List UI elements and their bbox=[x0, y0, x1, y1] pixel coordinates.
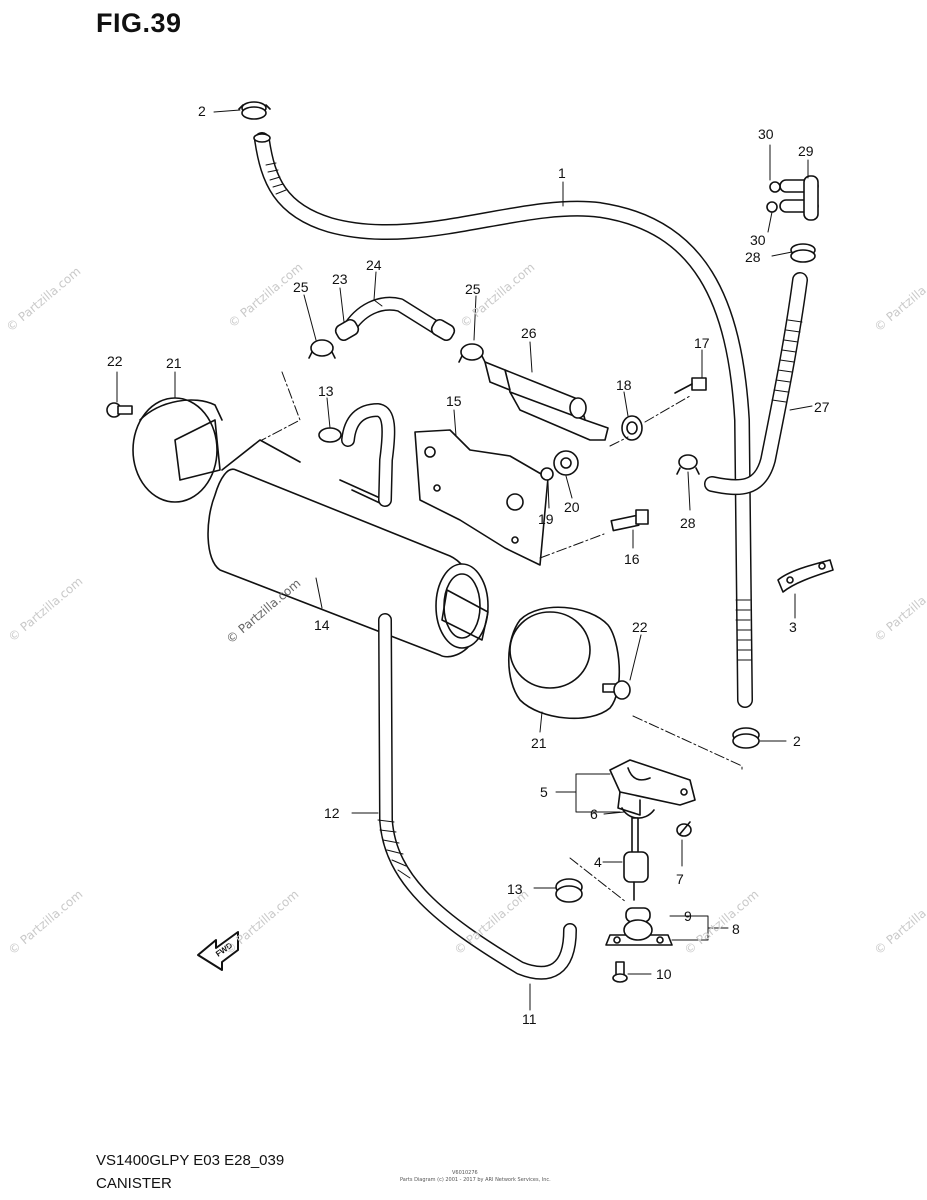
callout-21-left: 21 bbox=[166, 355, 182, 371]
callout-22-right: 22 bbox=[632, 619, 648, 635]
screw-10 bbox=[612, 961, 628, 983]
callout-8: 8 bbox=[732, 921, 740, 937]
callout-13-lower: 13 bbox=[507, 881, 523, 897]
clamp-6 bbox=[621, 807, 655, 819]
fwd-arrow bbox=[197, 931, 239, 971]
callout-26: 26 bbox=[521, 325, 537, 341]
valve-26 bbox=[484, 361, 609, 441]
callout-25-left: 25 bbox=[293, 279, 309, 295]
figure-title: FIG.39 bbox=[96, 8, 182, 38]
bolt-16 bbox=[610, 509, 649, 532]
callout-18: 18 bbox=[616, 377, 632, 393]
canister-14 bbox=[207, 439, 489, 658]
callout-3: 3 bbox=[789, 619, 797, 635]
bracket-8 bbox=[605, 919, 673, 946]
clamp-13-lower bbox=[555, 878, 583, 903]
clamp-28-lower bbox=[676, 454, 700, 475]
callout-25-right: 25 bbox=[465, 281, 481, 297]
footer-code: V6010276 bbox=[452, 1170, 478, 1176]
bracket-3 bbox=[777, 559, 834, 593]
callout-28-lower: 28 bbox=[680, 515, 696, 531]
hose-13-elbow bbox=[341, 403, 396, 507]
hose-1 bbox=[253, 132, 753, 708]
callout-24: 24 bbox=[366, 257, 382, 273]
model-code: VS1400GLPY E03 E28_039 bbox=[96, 1152, 285, 1169]
callout-13-upper: 13 bbox=[318, 383, 334, 399]
callout-21-right: 21 bbox=[531, 735, 547, 751]
cap-21-left bbox=[132, 397, 223, 503]
callout-labels: 2 1 30 29 30 28 24 23 25 25 26 17 22 21 … bbox=[107, 103, 830, 1027]
callout-2-lower: 2 bbox=[793, 733, 801, 749]
clamp-25-left bbox=[308, 339, 336, 359]
bracket-5 bbox=[609, 759, 696, 816]
callout-14: 14 bbox=[314, 617, 330, 633]
hose-24 bbox=[334, 296, 456, 342]
callout-5: 5 bbox=[540, 784, 548, 800]
screw-22-left bbox=[106, 402, 133, 418]
callout-20: 20 bbox=[564, 499, 580, 515]
callout-23: 23 bbox=[332, 271, 348, 287]
callout-4: 4 bbox=[594, 854, 602, 870]
screw-22-right bbox=[602, 680, 631, 700]
collar-19 bbox=[540, 467, 554, 481]
footer-copyright: Parts Diagram (c) 2001 - 2017 by ARI Net… bbox=[400, 1177, 551, 1183]
grommet-20 bbox=[553, 450, 579, 476]
cap-21-right bbox=[507, 606, 621, 720]
leader-lines bbox=[116, 109, 813, 1011]
callout-12: 12 bbox=[324, 805, 340, 821]
clamp-13-upper bbox=[318, 427, 342, 443]
callout-30-bottom: 30 bbox=[750, 232, 766, 248]
clamp-25-right bbox=[458, 343, 486, 363]
callout-17: 17 bbox=[694, 335, 710, 351]
callout-30-top: 30 bbox=[758, 126, 774, 142]
callout-19: 19 bbox=[538, 511, 554, 527]
callout-1: 1 bbox=[558, 165, 566, 181]
callout-27: 27 bbox=[814, 399, 830, 415]
clamp-2-top bbox=[238, 101, 271, 120]
callout-15: 15 bbox=[446, 393, 462, 409]
callout-22-left: 22 bbox=[107, 353, 123, 369]
clamp-2-lower bbox=[732, 727, 760, 749]
bracket-15 bbox=[414, 429, 549, 566]
callout-16: 16 bbox=[624, 551, 640, 567]
callout-2-top: 2 bbox=[198, 103, 206, 119]
bolt-17 bbox=[674, 377, 707, 394]
fitting-29 bbox=[766, 175, 819, 221]
reference-lines bbox=[261, 371, 743, 903]
callout-10: 10 bbox=[656, 966, 672, 982]
hose-27 bbox=[704, 272, 808, 496]
callout-29: 29 bbox=[798, 143, 814, 159]
callout-6: 6 bbox=[590, 806, 598, 822]
callout-9: 9 bbox=[684, 908, 692, 924]
screw-7 bbox=[676, 821, 692, 837]
washer-18 bbox=[621, 415, 643, 441]
valve-4 bbox=[623, 817, 649, 901]
callout-7: 7 bbox=[676, 871, 684, 887]
callout-11: 11 bbox=[522, 1011, 537, 1027]
clamp-28-top bbox=[790, 243, 816, 263]
hose-12 bbox=[377, 613, 577, 980]
section-name: CANISTER bbox=[96, 1175, 172, 1192]
callout-28-top: 28 bbox=[745, 249, 761, 265]
